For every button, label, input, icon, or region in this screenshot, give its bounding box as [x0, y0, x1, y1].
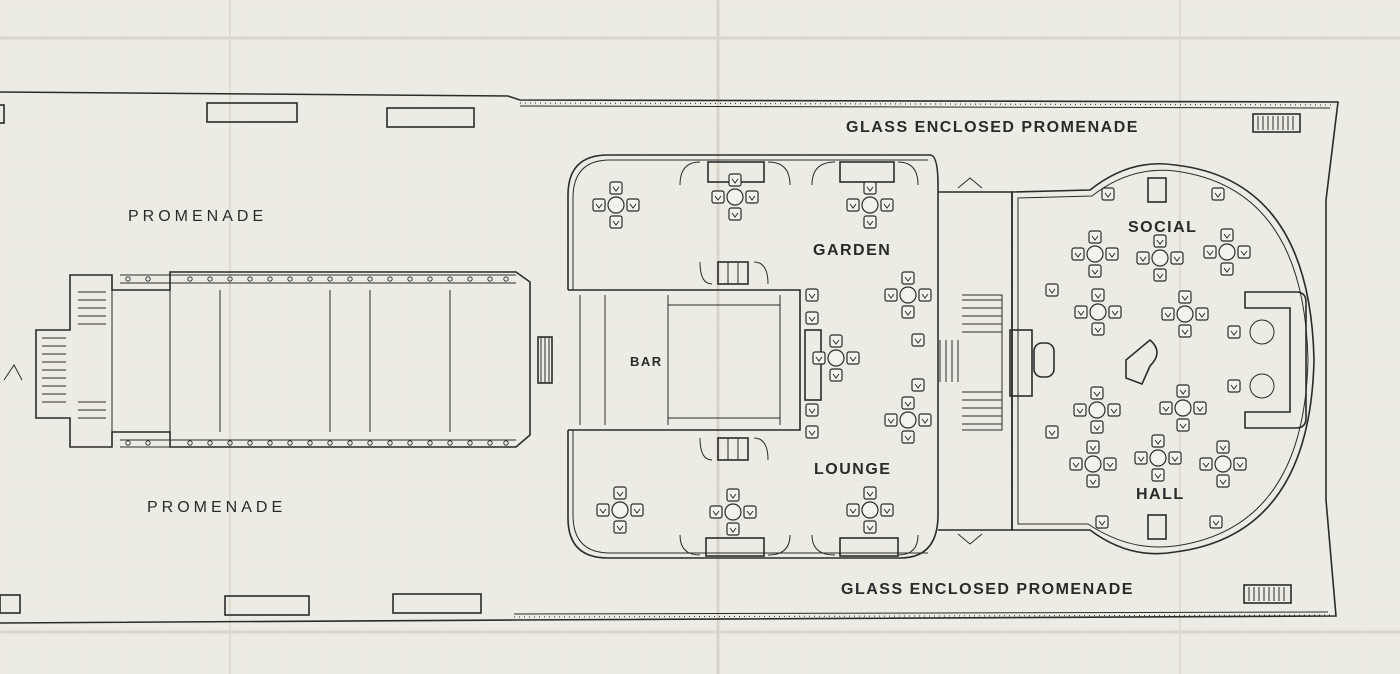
promenade-top-label: PROMENADE	[128, 208, 267, 225]
deck-fixtures	[0, 102, 1301, 616]
social-label: SOCIAL	[1128, 219, 1197, 236]
hall-label: HALL	[1136, 486, 1185, 503]
hull-outline	[0, 91, 1339, 624]
deckhouse	[3, 271, 553, 448]
garden-lounge-block	[567, 154, 939, 559]
glass-promenade-top-label: GLASS ENCLOSED PROMENADE	[846, 119, 1139, 136]
social-hall-block	[1009, 162, 1315, 555]
promenade-bottom-label: PROMENADE	[147, 499, 286, 516]
bar-label: BAR	[630, 354, 663, 369]
garden-label: GARDEN	[813, 242, 891, 259]
labels: PROMENADE PROMENADE GLASS ENCLOSED PROME…	[128, 119, 1197, 598]
glass-promenade-bottom-label: GLASS ENCLOSED PROMENADE	[841, 581, 1134, 598]
lounge-label: LOUNGE	[814, 461, 891, 478]
